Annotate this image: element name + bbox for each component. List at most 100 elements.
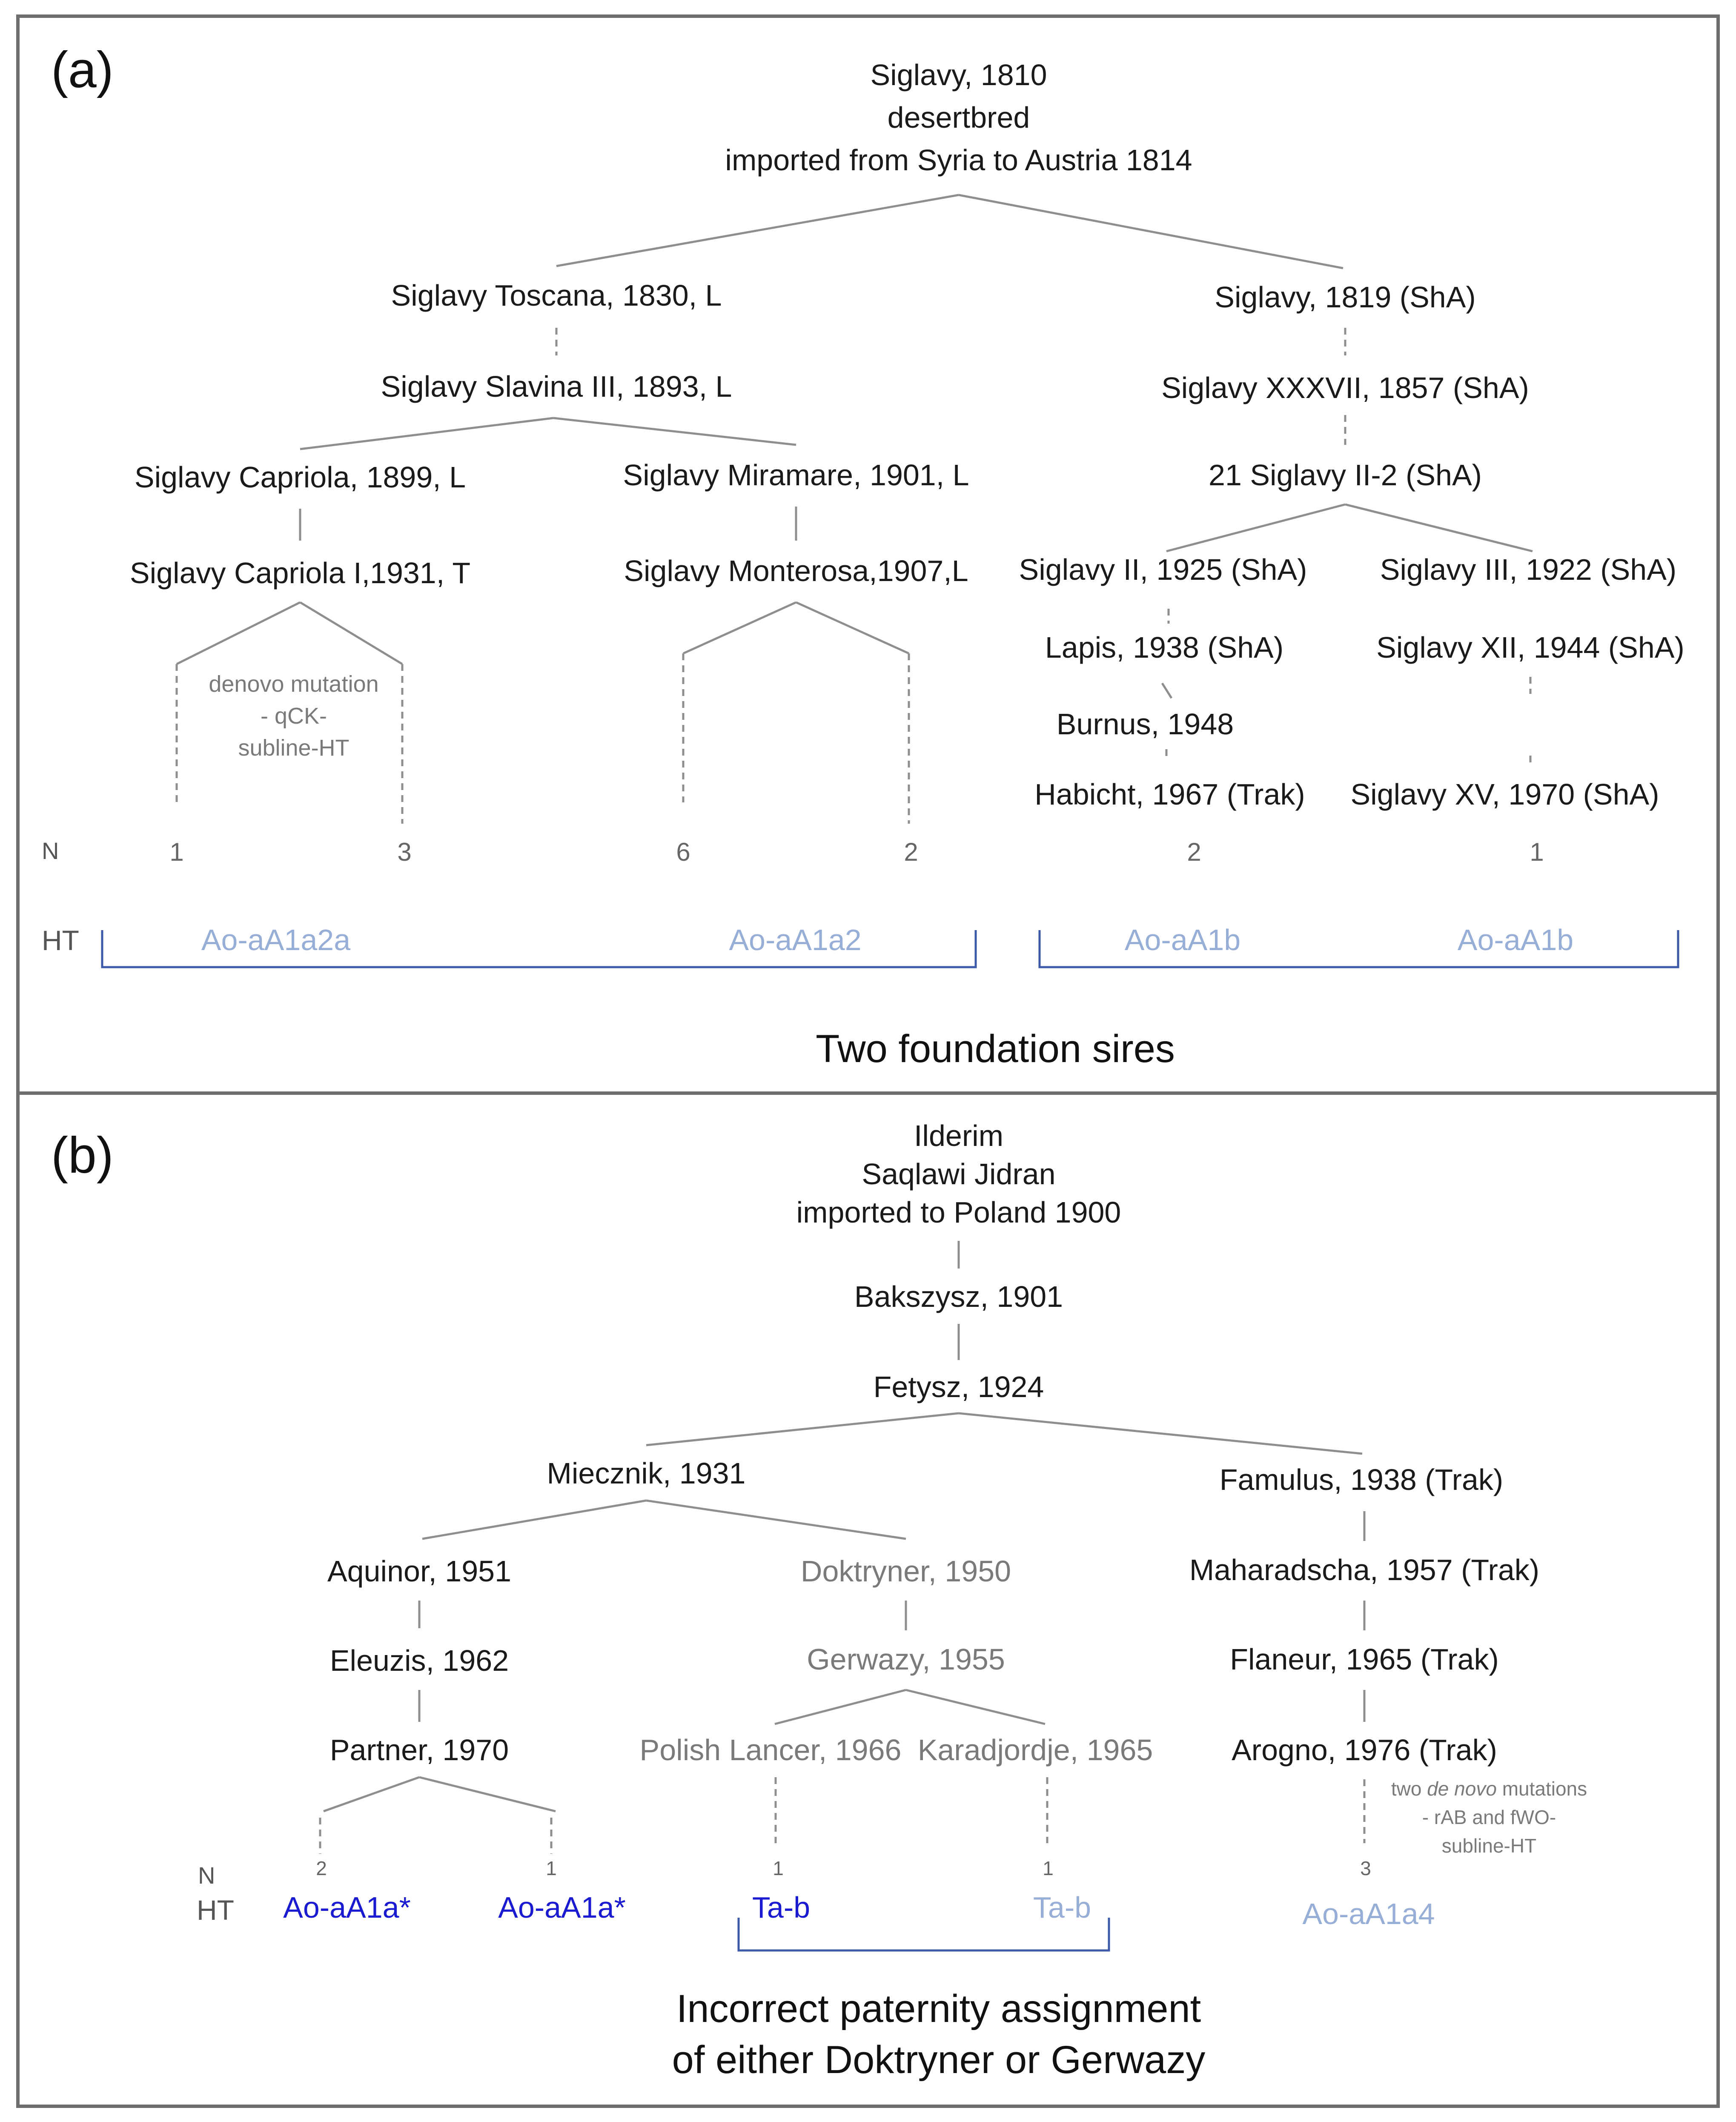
edge xyxy=(556,194,959,267)
panel-a-root-line-3: imported from Syria to Austria 1814 xyxy=(725,143,1192,177)
panel-b-root-line-2: Saqlawi Jidran xyxy=(862,1157,1055,1191)
panel-a-label: (a) xyxy=(51,41,114,98)
edge xyxy=(422,1499,647,1540)
haplotype-label: Ta-b xyxy=(1033,1891,1091,1924)
panel-a-root-line-2: desertbred xyxy=(888,101,1030,134)
node-siglavy-iii-1922: Siglavy III, 1922 (ShA) xyxy=(1380,553,1676,586)
node-siglavy-xv: Siglavy XV, 1970 (ShA) xyxy=(1350,778,1659,811)
mutation-note-line-2: - rAB and fWO- xyxy=(1422,1806,1556,1828)
edge xyxy=(1345,503,1533,553)
edge xyxy=(323,1776,420,1813)
node-karadjordje: Karadjordje, 1965 xyxy=(918,1733,1153,1767)
node-siglavy-capriola: Siglavy Capriola, 1899, L xyxy=(135,461,466,494)
n-value: 3 xyxy=(397,838,411,866)
node-bakszysz: Bakszysz, 1901 xyxy=(854,1280,1063,1313)
panel-a-connectors xyxy=(175,194,1533,824)
mutation-note-line-1: denovo mutation xyxy=(209,671,378,697)
n-value: 1 xyxy=(546,1857,557,1879)
panel-a-mutation-note: denovo mutation - qCK- subline-HT xyxy=(209,671,378,761)
panel-b-ht-label: HT xyxy=(197,1894,234,1926)
edge xyxy=(958,194,1344,269)
edge xyxy=(1161,682,1173,699)
haplotype-label: Ta-b xyxy=(752,1891,810,1924)
node-miecznik: Miecznik, 1931 xyxy=(547,1457,746,1490)
node-maharadscha: Maharadscha, 1957 (Trak) xyxy=(1189,1553,1539,1586)
haplotype-label: Ao-aA1a* xyxy=(283,1891,411,1924)
edge xyxy=(958,1412,1363,1455)
haplotype-bracket xyxy=(737,1918,1110,1952)
n-value: 1 xyxy=(773,1857,784,1879)
node-siglavy-slavina: Siglavy Slavina III, 1893, L xyxy=(381,370,732,403)
edge xyxy=(905,1689,1046,1725)
node-siglavy-toscana: Siglavy Toscana, 1830, L xyxy=(391,279,722,312)
node-flaneur: Flaneur, 1965 (Trak) xyxy=(1230,1643,1499,1676)
node-arogno: Arogno, 1976 (Trak) xyxy=(1232,1733,1497,1767)
node-habicht: Habicht, 1967 (Trak) xyxy=(1034,778,1305,811)
n-value: 1 xyxy=(169,838,183,866)
node-fetysz: Fetysz, 1924 xyxy=(874,1370,1044,1403)
node-siglavy-ii-1925: Siglavy II, 1925 (ShA) xyxy=(1019,553,1307,586)
panel-b-frame xyxy=(16,1091,1720,2108)
edge xyxy=(419,1776,556,1813)
edge xyxy=(553,417,796,446)
edge xyxy=(300,417,554,450)
node-burnus: Burnus, 1948 xyxy=(1057,707,1234,741)
node-aquinor: Aquinor, 1951 xyxy=(327,1555,511,1588)
node-siglavy-xxxvii: Siglavy XXXVII, 1857 (ShA) xyxy=(1161,371,1529,404)
node-polish-lancer: Polish Lancer, 1966 xyxy=(640,1733,902,1767)
edge xyxy=(682,601,797,655)
panel-a-root: Siglavy, 1810 desertbred imported from S… xyxy=(725,58,1192,177)
haplotype-label: Ao-aA1b xyxy=(1125,923,1240,956)
node-siglavy-miramare: Siglavy Miramare, 1901, L xyxy=(623,458,969,492)
panel-a-ht-label: HT xyxy=(42,925,79,956)
mutation-note-line-1: two de novo mutations xyxy=(1391,1778,1587,1800)
n-value: 1 xyxy=(1043,1857,1054,1879)
mutation-note-line-3: subline-HT xyxy=(238,735,349,761)
panel-b-label: (b) xyxy=(51,1127,114,1184)
mutation-note-line-2: - qCK- xyxy=(261,703,327,729)
panel-b-connectors xyxy=(319,1241,1366,1854)
node-lapis: Lapis, 1938 (ShA) xyxy=(1045,631,1283,664)
node-siglavy-xii: Siglavy XII, 1944 (ShA) xyxy=(1376,631,1684,664)
panel-b-mutation-note: two de novo mutations - rAB and fWO- sub… xyxy=(1391,1778,1587,1857)
panel-b-root-line-1: Ilderim xyxy=(914,1119,1003,1152)
node-partner: Partner, 1970 xyxy=(330,1733,509,1767)
node-gerwazy: Gerwazy, 1955 xyxy=(807,1643,1005,1676)
haplotype-label: Ao-aA1a2a xyxy=(201,923,350,956)
node-famulus: Famulus, 1938 (Trak) xyxy=(1220,1463,1504,1496)
panel-b-caption-line-1: Incorrect paternity assignment xyxy=(676,1987,1201,2030)
node-eleuzis: Eleuzis, 1962 xyxy=(330,1644,509,1677)
node-siglavy-monterosa: Siglavy Monterosa,1907,L xyxy=(624,554,968,587)
panel-a-caption: Two foundation sires xyxy=(816,1027,1175,1071)
edge xyxy=(299,601,403,665)
haplotype-label: Ao-aA1a2 xyxy=(729,923,861,956)
panel-a-root-line-1: Siglavy, 1810 xyxy=(870,58,1047,92)
edge xyxy=(176,601,301,665)
edge xyxy=(646,1499,906,1540)
n-value: 2 xyxy=(904,838,918,866)
node-siglavy-1819: Siglavy, 1819 (ShA) xyxy=(1215,281,1475,314)
panel-b-caption: Incorrect paternity assignment of either… xyxy=(672,1987,1206,2082)
mutation-note-line-3: subline-HT xyxy=(1442,1835,1536,1857)
n-value: 3 xyxy=(1360,1857,1371,1879)
node-siglavy-capriola-i: Siglavy Capriola I,1931, T xyxy=(130,556,470,590)
n-value: 2 xyxy=(1187,838,1201,866)
node-doktryner: Doktryner, 1950 xyxy=(801,1555,1011,1588)
n-value: 1 xyxy=(1530,838,1544,866)
edge xyxy=(774,1689,906,1725)
panel-b-n-label: N xyxy=(198,1862,215,1889)
edge xyxy=(1166,503,1346,553)
node-siglavy-ii-2: 21 Siglavy II-2 (ShA) xyxy=(1209,458,1482,492)
panel-b-root-line-3: imported to Poland 1900 xyxy=(796,1196,1121,1229)
haplotype-label: Ao-aA1a* xyxy=(498,1891,626,1924)
panel-a-n-label: N xyxy=(42,837,59,864)
haplotype-bracket xyxy=(101,930,977,968)
n-value: 2 xyxy=(316,1857,327,1879)
haplotype-label: Ao-aA1a4 xyxy=(1302,1897,1435,1930)
edge xyxy=(795,601,910,655)
haplotype-bracket xyxy=(1038,930,1679,968)
edge xyxy=(646,1412,959,1446)
panel-b-caption-line-2: of either Doktryner or Gerwazy xyxy=(672,2038,1206,2082)
n-value: 6 xyxy=(676,838,690,866)
